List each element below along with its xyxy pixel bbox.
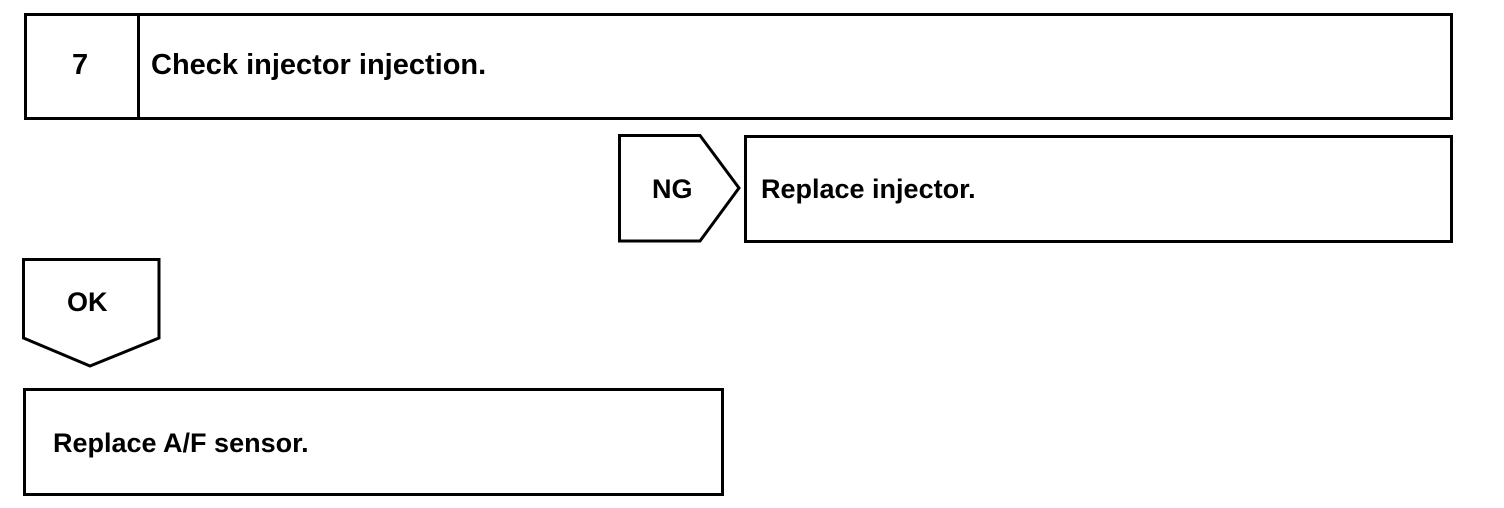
ok-action-box [23,388,724,496]
ng-arrow [618,134,741,243]
step-title: Check injector injection. [151,49,487,81]
ng-action-text: Replace injector. [761,174,976,204]
ng-label: NG [652,174,693,204]
ok-action-text: Replace A/F sensor. [53,428,309,458]
ok-label: OK [67,287,108,317]
ok-arrow [22,258,161,368]
step-box [24,13,1453,120]
step-number-divider [137,16,140,117]
step-number: 7 [72,49,89,81]
ng-action-box [744,135,1453,243]
